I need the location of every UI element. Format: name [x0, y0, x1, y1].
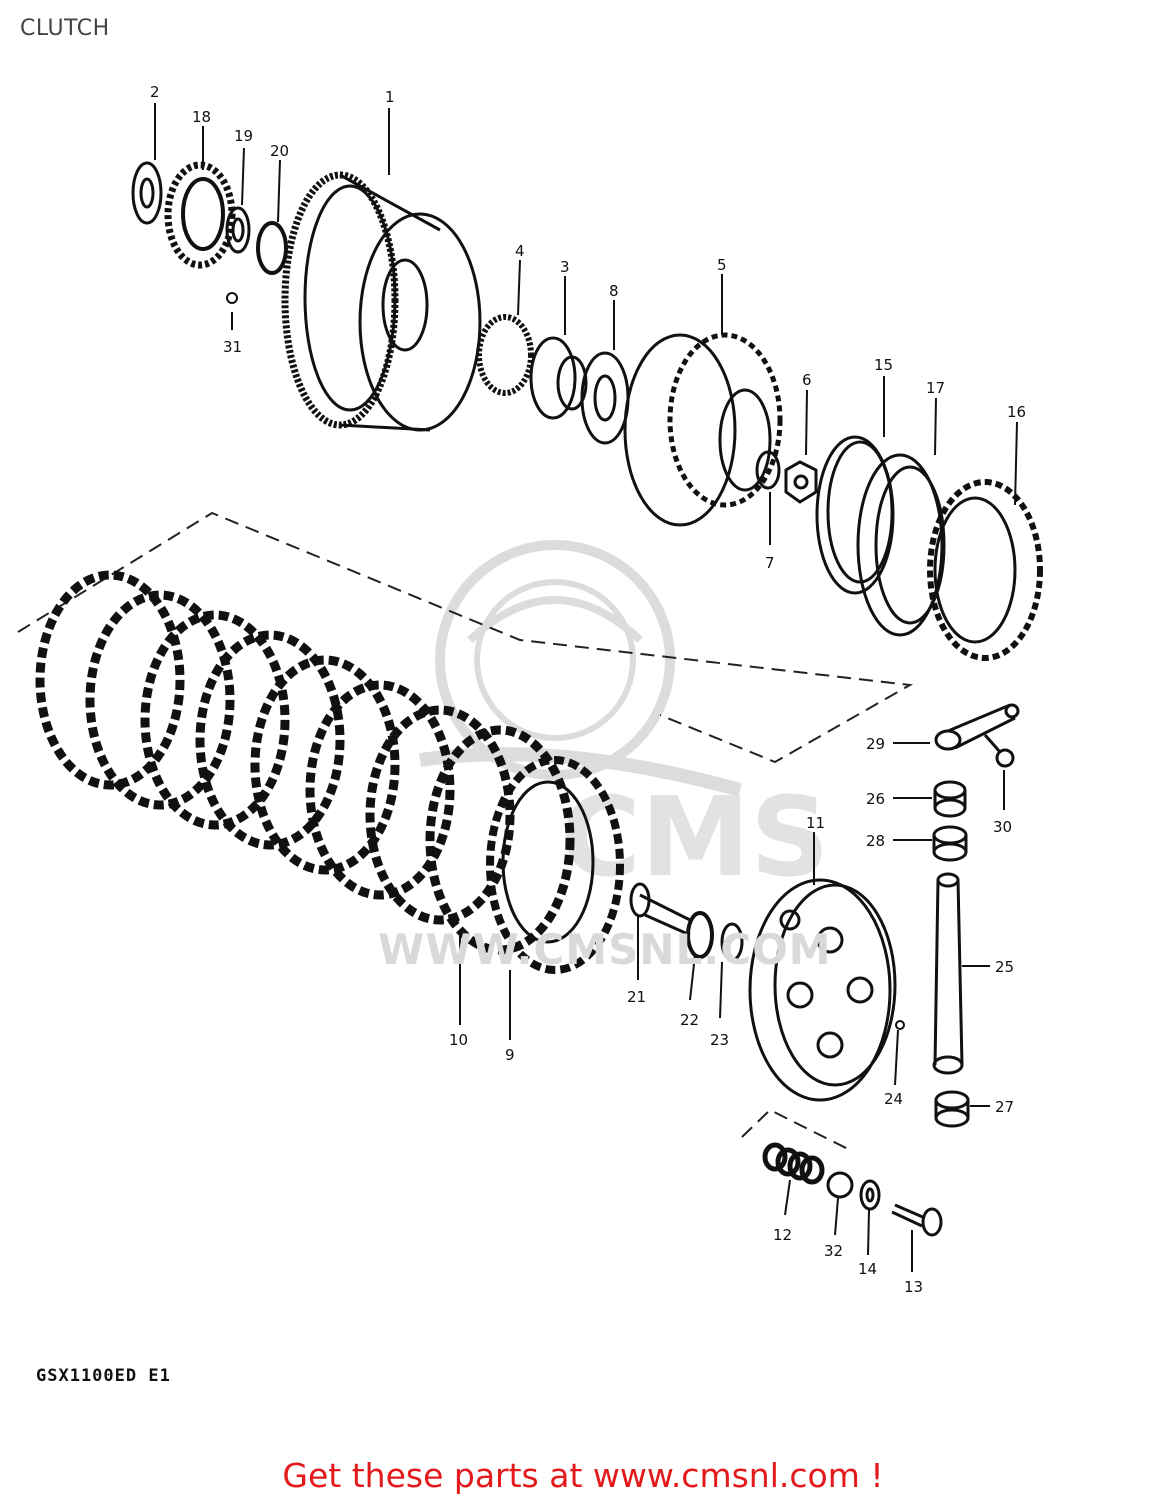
oil-pump-drive-gear-18	[164, 161, 236, 269]
clutch-housing	[281, 171, 482, 432]
part-label: 24	[884, 1090, 903, 1108]
drive-plate-16	[927, 479, 1043, 661]
part-label: 30	[993, 818, 1012, 836]
spacer-19	[225, 206, 251, 254]
part-label: 28	[866, 832, 885, 850]
bolt-30	[983, 734, 1015, 768]
clutch-sleeve-hub-5	[623, 332, 783, 527]
leader-lines	[154, 103, 1018, 1272]
part-label: 32	[824, 1242, 843, 1260]
part-label: 16	[1007, 403, 1026, 421]
clutch-spring-12	[762, 1142, 825, 1185]
part-label: 10	[449, 1031, 468, 1049]
part-label: 31	[223, 338, 242, 356]
pressure-plate-11	[748, 878, 897, 1102]
part-label: 9	[505, 1046, 515, 1064]
bolt-13	[891, 1203, 943, 1237]
part-label: 1	[385, 88, 395, 106]
wave-washer-seat-17	[856, 453, 946, 637]
washer-14	[859, 1179, 881, 1211]
part-label: 21	[627, 988, 646, 1006]
watermark-url-text: WWW.CMSNL.COM	[378, 925, 832, 974]
part-label: 25	[995, 958, 1014, 976]
part-label: 17	[926, 379, 945, 397]
page-title: CLUTCH	[20, 16, 110, 41]
washer-23	[720, 922, 744, 962]
assembly-outline	[17, 511, 914, 1151]
part-label: 20	[270, 142, 289, 160]
bushing-26	[933, 780, 967, 818]
part-label: 19	[234, 127, 253, 145]
part-label: 6	[802, 371, 812, 389]
shop-link[interactable]: Get these parts at www.cmsnl.com !	[282, 1456, 884, 1495]
part-label: 13	[904, 1278, 923, 1296]
bushing-27	[934, 1090, 970, 1128]
washer-7	[755, 450, 781, 490]
part-label: 5	[717, 256, 727, 274]
o-ring-20	[256, 221, 288, 275]
watermark-logo-text: CMS	[560, 773, 829, 901]
part-label: 15	[874, 356, 893, 374]
part-label: 26	[866, 790, 885, 808]
release-shaft-25	[932, 872, 964, 1075]
part-label: 8	[609, 282, 619, 300]
wave-washer-15	[815, 435, 895, 595]
part-label: 14	[858, 1260, 877, 1278]
thrust-washer-2	[131, 161, 163, 225]
clutch-plates-stack	[35, 570, 624, 974]
part-label: 27	[995, 1098, 1014, 1116]
model-code: GSX1100ED E1	[36, 1366, 171, 1386]
needle-bearing-4	[476, 314, 534, 396]
part-label: 12	[773, 1226, 792, 1244]
oil-seal-28	[932, 825, 968, 862]
washer-8	[580, 351, 630, 445]
part-label: 23	[710, 1031, 729, 1049]
watermark-logo	[419, 540, 742, 797]
spacer-3	[529, 336, 588, 420]
bearing-22	[686, 911, 714, 959]
pin-31	[226, 292, 238, 304]
pin-24	[895, 1020, 905, 1030]
part-number-labels: 2 18 19 20 1 31 4 3 8 5 6 7 15 17 16 11 …	[150, 83, 1026, 1296]
release-lever-29	[934, 703, 1020, 751]
release-rack-21	[629, 882, 691, 937]
part-label: 2	[150, 83, 160, 101]
part-label: 4	[515, 242, 525, 260]
spring-guide-32	[826, 1171, 854, 1199]
part-label: 22	[680, 1011, 699, 1029]
part-label: 7	[765, 554, 775, 572]
part-label: 29	[866, 735, 885, 753]
nut-6	[784, 460, 818, 504]
part-label: 18	[192, 108, 211, 126]
part-label: 11	[806, 814, 825, 832]
part-label: 3	[560, 258, 570, 276]
